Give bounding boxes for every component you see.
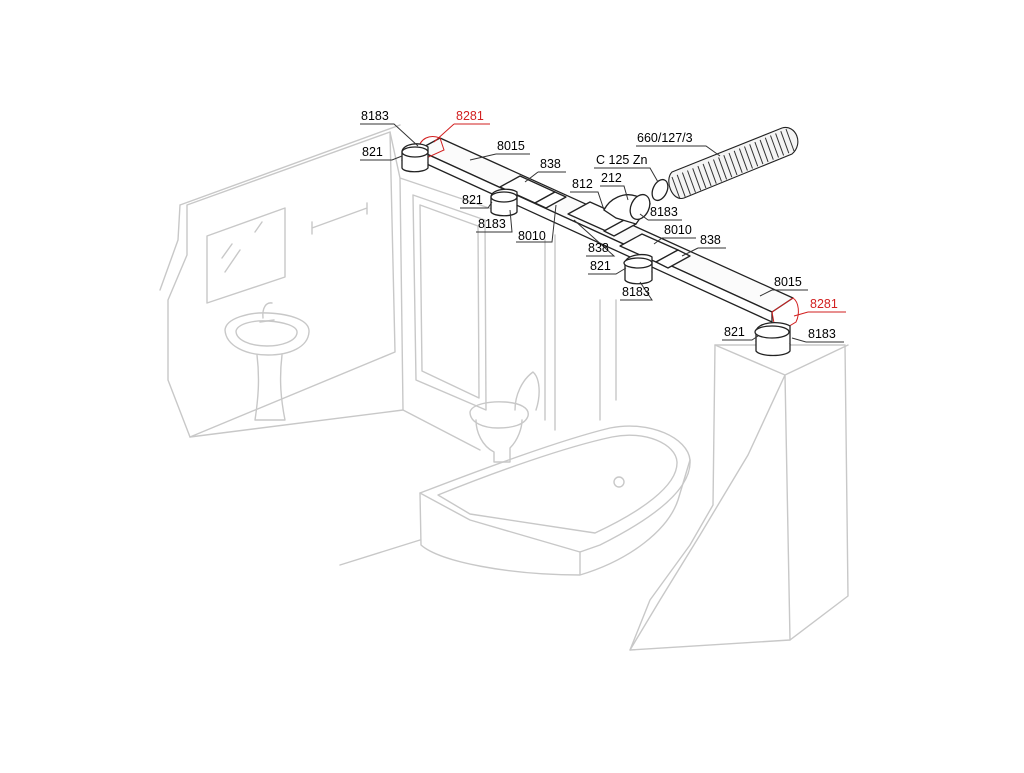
sink-tap: [259, 302, 275, 323]
connector-838-c: [655, 249, 691, 269]
label-821-a: 821: [362, 145, 383, 159]
label-8183-d: 8183: [622, 285, 650, 299]
mirror: [206, 207, 286, 304]
back-wall: [389, 131, 496, 451]
leader-8183-d: [620, 281, 653, 301]
pipe-212: [603, 193, 651, 225]
label-838-c: 838: [700, 233, 721, 247]
leader-8015-b: [759, 289, 808, 297]
connector-8010-a: [534, 191, 567, 209]
flexible-hose: [668, 127, 799, 200]
left-wall: [167, 131, 396, 438]
clamp-ring-c125: [651, 178, 669, 202]
duct-system: [401, 127, 799, 357]
right-box-front: [629, 344, 849, 651]
leader-838-c: [681, 247, 726, 257]
outlet-821-right: [623, 253, 653, 285]
label-660: 660/127/3: [637, 131, 693, 145]
bathroom-scene: [159, 124, 849, 651]
leader-8183-b: [476, 209, 513, 233]
label-838-a: 838: [540, 157, 561, 171]
label-838-b: 838: [588, 241, 609, 255]
leader-212: [600, 185, 629, 201]
leader-8010-a: [516, 204, 557, 243]
leader-lines: [360, 123, 846, 343]
left-wall-edge: [159, 124, 401, 291]
bathtub-drain: [613, 476, 625, 488]
leader-8183-a: [360, 123, 419, 147]
label-c125: C 125 Zn: [596, 153, 647, 167]
label-8015-b: 8015: [774, 275, 802, 289]
label-8010-b: 8010: [664, 223, 692, 237]
leader-660: [636, 145, 721, 157]
leader-c125: [594, 167, 659, 183]
label-8281-a: 8281: [456, 109, 484, 123]
part-labels: 8183 8281 821 8015 838 821 8183 8010 812…: [361, 109, 838, 341]
leader-8281-b: [793, 311, 846, 317]
label-821-c: 821: [590, 259, 611, 273]
leader-838-b: [573, 219, 616, 257]
door: [412, 194, 487, 411]
outlet-821-end: [754, 321, 791, 357]
floor-left: [189, 409, 421, 566]
leader-8010-b: [653, 237, 696, 245]
leader-838-a: [524, 171, 566, 183]
label-8010-a: 8010: [518, 229, 546, 243]
label-8015-a: 8015: [497, 139, 525, 153]
sink: [224, 312, 310, 356]
label-812: 812: [572, 177, 593, 191]
label-8183-a: 8183: [361, 109, 389, 123]
sink-pedestal: [254, 354, 286, 421]
label-821-d: 821: [724, 325, 745, 339]
bathtub-front: [419, 459, 691, 576]
endcap-8281-right: [771, 297, 799, 335]
toilet-tank: [514, 371, 540, 411]
towel-bar: [311, 202, 368, 235]
sink-bowl: [235, 320, 298, 347]
leader-8183-e: [791, 337, 844, 343]
bathtub-inner: [437, 434, 678, 534]
right-box: [629, 344, 849, 651]
label-821-b: 821: [462, 193, 483, 207]
label-8183-e: 8183: [808, 327, 836, 341]
leader-821-d: [722, 335, 759, 341]
leader-812: [570, 191, 605, 211]
leader-821-b: [460, 201, 493, 209]
label-8183-b: 8183: [478, 217, 506, 231]
toilet: [469, 401, 529, 429]
mirror-glare: [221, 221, 263, 273]
leader-8281-a: [433, 123, 490, 143]
leader-8183-c: [639, 213, 682, 221]
label-8183-c: 8183: [650, 205, 678, 219]
leader-8015-a: [469, 153, 530, 161]
label-212: 212: [601, 171, 622, 185]
partition: [544, 234, 617, 431]
outlet-821-left: [401, 143, 429, 173]
leader-821-a: [360, 155, 403, 161]
leader-821-c: [588, 267, 627, 275]
bathtub: [419, 425, 691, 553]
outlet-821-mid: [490, 188, 518, 217]
label-8281-b: 8281: [810, 297, 838, 311]
